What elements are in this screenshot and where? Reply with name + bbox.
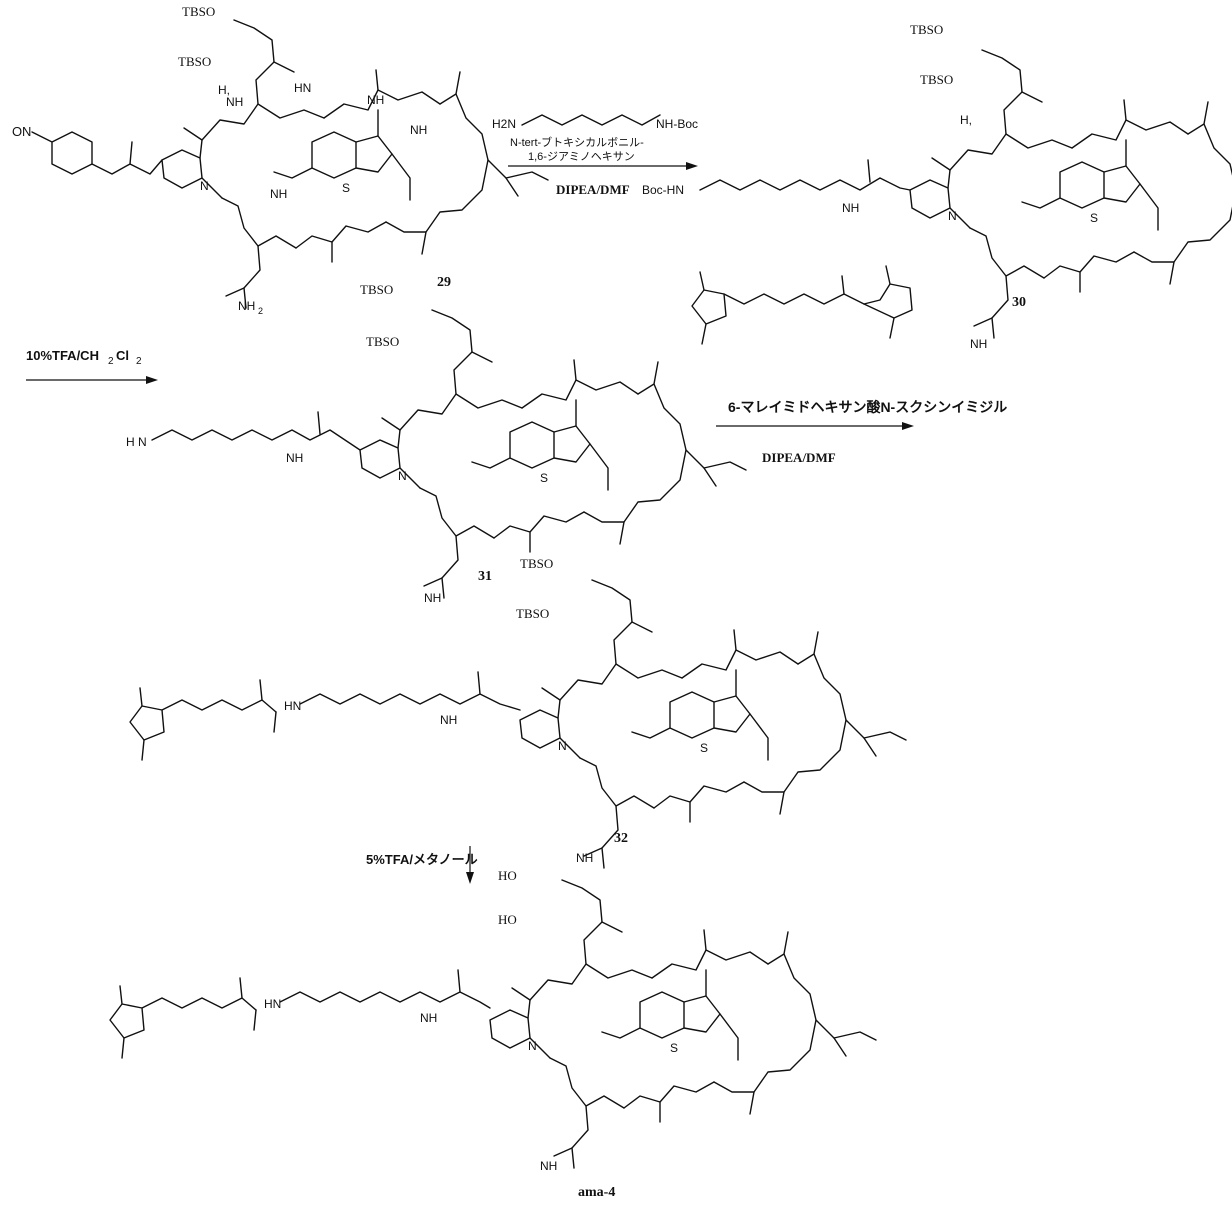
tbso-mid-label: TBSO xyxy=(366,334,399,349)
h-label: H, xyxy=(960,113,972,127)
nh2-label: NH xyxy=(238,299,255,313)
hn-label: HN xyxy=(264,997,281,1011)
s-label: S xyxy=(1090,211,1098,225)
maleimide-linker-ama4: HN NH xyxy=(110,970,490,1058)
n-label: N xyxy=(528,1039,537,1053)
s-label: S xyxy=(700,741,708,755)
h2n-n-label: N xyxy=(138,435,147,449)
compound-ama-4: HO HO N S NH ama-4 xyxy=(490,868,876,1200)
compound-30: TBSO TBSO H, N S NH 30 xyxy=(910,22,1232,351)
boc-hn-label: Boc-HN xyxy=(642,183,684,197)
compound-ama-4-label: ama-4 xyxy=(578,1185,615,1200)
reagent-2-label: 10%TFA/CH xyxy=(26,348,99,363)
nh2-label: NH xyxy=(540,1159,557,1173)
nh2-label: NH xyxy=(424,591,441,605)
reagent-nhboc-label: NH-Boc xyxy=(656,117,698,131)
s-label: S xyxy=(540,471,548,485)
reagent-2-label-b: Cl xyxy=(116,348,129,363)
s-label: S xyxy=(670,1041,678,1055)
hn-label: HN xyxy=(294,81,311,95)
compound-31-label: 31 xyxy=(478,569,492,584)
indole-nh-label: NH xyxy=(270,187,287,201)
reagent-3-conditions: DIPEA/DMF xyxy=(762,450,836,465)
nh-label: NH xyxy=(226,95,243,109)
hn-label: HN xyxy=(284,699,301,713)
reaction-arrow-2: 10%TFA/CH 2 Cl 2 xyxy=(26,348,158,384)
maleimide-nhs-reagent xyxy=(692,266,912,344)
tbso-mid-label: TBSO xyxy=(920,72,953,87)
n-label: N xyxy=(948,209,957,223)
h2n-label: H xyxy=(126,435,135,449)
tbso-mid-label: TBSO xyxy=(516,606,549,621)
tbso-top-label: TBSO xyxy=(520,556,553,571)
tbso-top-label: TBSO xyxy=(360,282,393,297)
reagent-conditions: DIPEA/DMF xyxy=(556,182,630,197)
n-label: N xyxy=(558,739,567,753)
reagent-3-label: 6-マレイミドヘキサン酸N-スクシンイミジル xyxy=(728,399,1007,415)
tbso-top-label: TBSO xyxy=(182,4,215,19)
nh-label: NH xyxy=(286,451,303,465)
compound-29: TBSO TBSO O N H, NH HN NH NH N S NH NH 2… xyxy=(12,4,548,316)
reagent-h2n-label: H2N xyxy=(492,117,516,131)
nh-label: NH xyxy=(842,201,859,215)
amine-linker-31: H N NH xyxy=(126,412,360,465)
ho-top-label: HO xyxy=(498,868,517,883)
nh-label: NH xyxy=(410,123,427,137)
compound-29-label: 29 xyxy=(437,275,451,290)
maleimide-linker-32: HN NH xyxy=(130,672,520,760)
reagent-4-label: 5%TFA/メタノール xyxy=(366,852,478,867)
nh-label: NH xyxy=(367,93,384,107)
compound-32-label: 32 xyxy=(614,831,628,846)
reaction-arrow-3: 6-マレイミドヘキサン酸N-スクシンイミジル DIPEA/DMF xyxy=(716,399,1007,465)
tbso-top-label: TBSO xyxy=(910,22,943,37)
n-label: N xyxy=(398,469,407,483)
reaction-arrow-4: 5%TFA/メタノール xyxy=(366,846,478,884)
compound-32: TBSO TBSO N S NH 32 xyxy=(516,556,906,868)
o2n-label: O xyxy=(12,124,22,139)
tbso-mid-label: TBSO xyxy=(178,54,211,69)
ho-mid-label: HO xyxy=(498,912,517,927)
n-label: N xyxy=(200,179,209,193)
nh2-label: NH xyxy=(970,337,987,351)
reagent-name-line2: 1,6-ジアミノヘキサン xyxy=(528,150,635,163)
nh-label: NH xyxy=(420,1011,437,1025)
boc-linker-30: Boc-HN NH xyxy=(642,160,910,215)
compound-30-label: 30 xyxy=(1012,295,1026,310)
nh2-label: NH xyxy=(576,851,593,865)
reagent-name-line1: N-tert-ブトキシカルボニル- xyxy=(510,135,644,149)
reagent-2-sub2: 2 xyxy=(136,356,142,367)
no2-n-label: N xyxy=(22,124,31,139)
s-label: S xyxy=(342,181,350,195)
nh2-sub-label: 2 xyxy=(258,306,263,316)
reagent-2-sub: 2 xyxy=(108,356,114,367)
nh-label: NH xyxy=(440,713,457,727)
